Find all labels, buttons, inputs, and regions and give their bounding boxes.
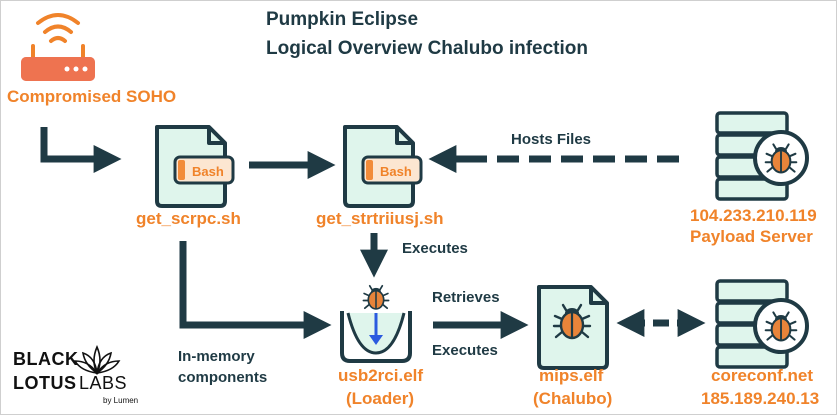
loader-label-name: usb2rci.elf [338,366,424,385]
malware-file-icon [537,285,609,370]
logo-byline: by Lumen [103,396,139,405]
edge-label-in-memory: In-memory [178,348,255,365]
payload-server-ip: 104.233.210.119 [690,206,817,225]
edge-label-hosts-files: Hosts Files [511,131,592,148]
bash-badge: Bash [192,164,224,179]
lotus-logo-icon [73,344,121,375]
c2-server-ip: 185.189.240.13 [701,389,820,408]
edge-label-executes-down: Executes [402,240,468,257]
chalubo-label-name: mips.elf [539,366,604,385]
malicious-server-icon [715,279,809,369]
diagram-subtitle: Logical Overview Chalubo infection [266,38,588,59]
edge-label-retrieves: Retrieves [432,289,500,306]
payload-server-label: Payload Server [690,227,813,246]
black-lotus-labs-logo: BLACK LOTUS LABS by Lumen [13,345,163,405]
loader-label-role: (Loader) [346,389,414,408]
bash-file-icon: Bash [343,125,423,208]
edge-label-components: components [178,369,268,386]
loader-bug-icon [340,284,412,363]
router-label: Compromised SOHO [7,87,177,106]
logo-text-black: BLACK [13,349,79,369]
edge-label-executes-right: Executes [432,342,498,359]
bash-file-icon: Bash [155,125,235,208]
logo-text-lotus: LOTUS [13,373,77,393]
get-strtriiusj-label: get_strtriiusj.sh [316,209,444,228]
diagram-title: Pumpkin Eclipse [266,9,419,30]
malicious-server-icon [715,111,809,201]
edge-get-scrpc-to-loader [179,241,332,339]
c2-server-domain: coreconf.net [711,366,814,385]
logo-text-labs: LABS [79,373,128,393]
chalubo-label-role: (Chalubo) [533,389,613,408]
edge-router-to-get-scrpc [40,127,122,173]
bash-badge: Bash [380,164,412,179]
wifi-router-icon [21,13,95,81]
get-scrpc-label: get_scrpc.sh [136,209,241,228]
